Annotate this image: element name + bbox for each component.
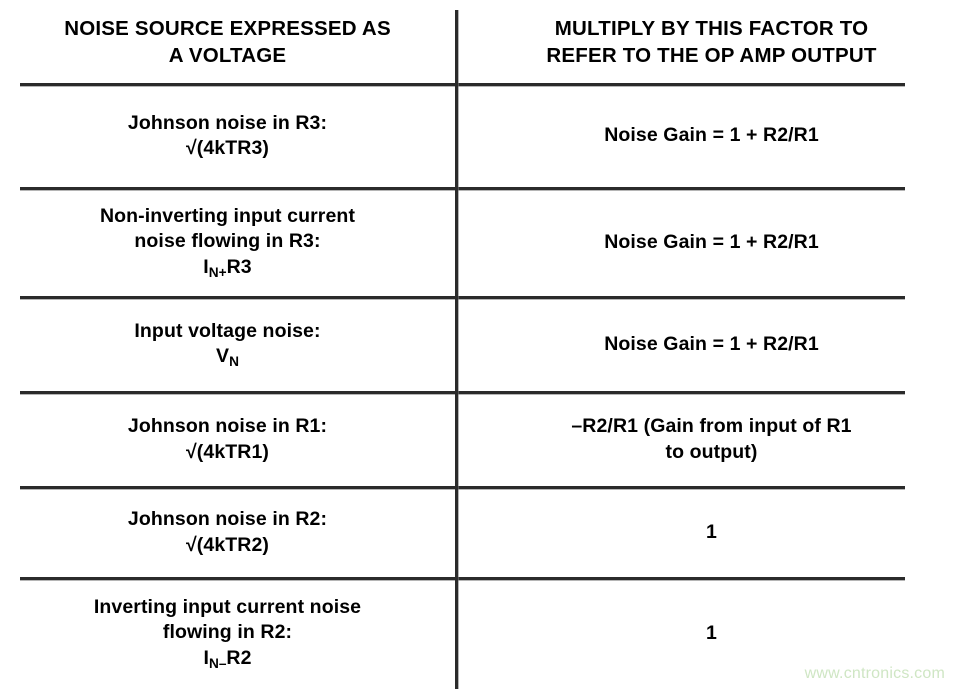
column-divider: [455, 10, 458, 689]
column-header-multiply-factor-line1: MULTIPLY BY THIS FACTOR TO: [554, 16, 869, 40]
noise-source-line2: flowing in R2:: [162, 621, 293, 644]
multiply-factor-line1: Noise Gain = 1 + R2/R1: [604, 332, 819, 355]
table-row: Johnson noise in R1: √(4kTR1) –R2/R1 (Ga…: [0, 392, 968, 487]
row-divider: [455, 486, 905, 489]
multiply-factor-line1: –R2/R1 (Gain from input of R1: [571, 415, 852, 438]
multiply-factor-line1: 1: [706, 520, 717, 543]
row-divider: [455, 577, 905, 580]
noise-source-symbol: IN+R3: [22, 255, 433, 282]
table-row: Johnson noise in R3: √(4kTR3) Noise Gain…: [0, 84, 968, 188]
multiply-factor-cell: 1: [455, 487, 968, 578]
multiply-factor-line1: 1: [706, 621, 717, 644]
symbol-subscript: N+: [208, 264, 227, 280]
symbol-base: I: [203, 255, 209, 278]
noise-source-cell: Johnson noise in R3: √(4kTR3): [0, 84, 455, 188]
row-divider: [20, 391, 455, 394]
row-divider: [455, 187, 905, 190]
table-row: Inverting input current noise flowing in…: [0, 578, 968, 689]
symbol-base: I: [203, 646, 209, 669]
multiply-factor-cell: Noise Gain = 1 + R2/R1: [455, 188, 968, 297]
symbol-tail: R3: [226, 255, 252, 278]
multiply-factor-cell: 1: [455, 578, 968, 689]
row-divider: [20, 83, 455, 86]
multiply-factor-cell: Noise Gain = 1 + R2/R1: [455, 297, 968, 392]
noise-source-line2: √(4kTR3): [185, 137, 270, 159]
noise-source-cell: Input voltage noise: VN: [0, 297, 455, 392]
column-header-noise-source-line1: NOISE SOURCE EXPRESSED AS: [64, 16, 391, 40]
row-divider: [20, 187, 455, 190]
symbol-base: V: [216, 344, 230, 367]
noise-source-line1: Non-inverting input current: [99, 204, 356, 227]
noise-source-symbol: VN: [22, 344, 433, 371]
noise-source-symbol: IN–R2: [22, 646, 433, 673]
multiply-factor-line1: Noise Gain = 1 + R2/R1: [604, 124, 819, 147]
symbol-subscript: N–: [208, 655, 227, 671]
noise-source-line1: Johnson noise in R3:: [127, 111, 328, 134]
multiply-factor-line1: Noise Gain = 1 + R2/R1: [604, 230, 819, 253]
noise-source-line2: √(4kTR1): [185, 440, 270, 463]
watermark: www.cntronics.com: [804, 665, 945, 682]
row-divider: [455, 296, 905, 299]
noise-source-cell: Johnson noise in R1: √(4kTR1): [0, 392, 455, 487]
noise-source-line2: √(4kTR2): [185, 533, 270, 556]
noise-source-cell: Inverting input current noise flowing in…: [0, 578, 455, 689]
noise-source-line1: Input voltage noise:: [134, 319, 321, 342]
multiply-factor-cell: Noise Gain = 1 + R2/R1: [455, 84, 968, 188]
row-divider: [20, 296, 455, 299]
multiply-factor-cell: –R2/R1 (Gain from input of R1 to output): [455, 392, 968, 487]
noise-source-cell: Johnson noise in R2: √(4kTR2): [0, 487, 455, 578]
noise-source-line1: Johnson noise in R2:: [127, 508, 328, 531]
column-header-multiply-factor: MULTIPLY BY THIS FACTOR TO REFER TO THE …: [455, 0, 968, 84]
noise-source-cell: Non-inverting input current noise flowin…: [0, 188, 455, 297]
table-row: Non-inverting input current noise flowin…: [0, 188, 968, 297]
table-row: Input voltage noise: VN Noise Gain = 1 +…: [0, 297, 968, 392]
table-header-row: NOISE SOURCE EXPRESSED AS A VOLTAGE MULT…: [0, 0, 968, 84]
table-row: Johnson noise in R2: √(4kTR2) 1: [0, 487, 968, 578]
column-header-noise-source: NOISE SOURCE EXPRESSED AS A VOLTAGE: [0, 0, 455, 84]
column-header-multiply-factor-line2: REFER TO THE OP AMP OUTPUT: [546, 44, 877, 67]
row-divider: [455, 83, 905, 86]
noise-source-line1: Inverting input current noise: [93, 595, 362, 618]
symbol-tail: R2: [226, 646, 252, 669]
column-header-noise-source-line2: A VOLTAGE: [168, 44, 287, 67]
noise-source-line1: Johnson noise in R1:: [127, 415, 328, 438]
symbol-subscript: N: [229, 353, 239, 369]
row-divider: [455, 391, 905, 394]
row-divider: [20, 577, 455, 580]
multiply-factor-line2: to output): [665, 440, 758, 463]
row-divider: [20, 486, 455, 489]
noise-source-line2: noise flowing in R3:: [134, 230, 321, 253]
